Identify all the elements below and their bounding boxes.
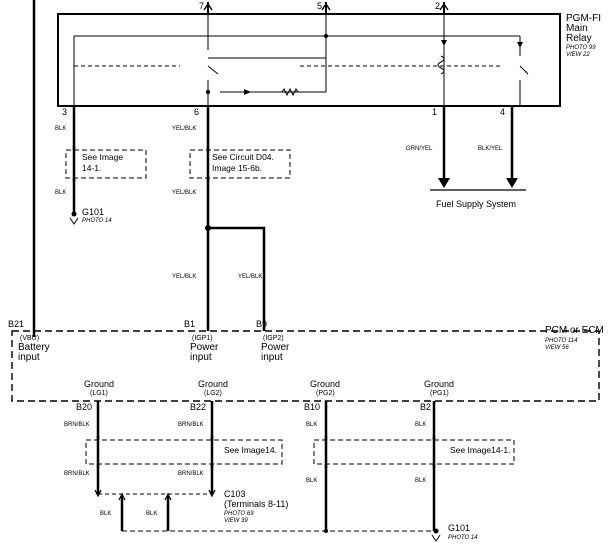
pcm-ground-pg2-code: (PG2)	[316, 390, 335, 397]
relay-pin-5: 5	[317, 1, 323, 11]
ref-box-14-1-lower	[313, 439, 515, 465]
pcm-pin-b22: B22	[190, 402, 207, 412]
pcm-ground-pg2-word: Ground	[310, 379, 341, 389]
pcm-igp2-code: (IGP2)	[263, 335, 284, 342]
pcm-name: PCM or ECM	[545, 325, 604, 336]
ref-box-d04	[189, 149, 291, 179]
relay-box	[57, 13, 561, 107]
wire-label-yelblk-1: YEL/BLK	[172, 126, 197, 132]
pcm-ground-lg1-word: Ground	[84, 379, 115, 389]
wire-label-yelblk-4: YEL/BLK	[238, 274, 263, 280]
pcm-photo: PHOTO 114	[545, 338, 578, 344]
c103-view: VIEW 39	[224, 518, 248, 524]
pcm-ground-lg2-word: Ground	[198, 379, 229, 389]
pcm-power-input1-l1: Power	[190, 342, 219, 353]
wire-label-brnblk-2: BRN/BLK	[178, 422, 204, 428]
pcm-power-input2-l2: input	[261, 352, 283, 363]
relay-internal-circuit	[73, 14, 529, 106]
wire-label-brnblk-3: BRN/BLK	[64, 471, 90, 477]
relay-name-line2: Main	[566, 23, 588, 34]
g101-bottom-photo: PHOTO 14	[448, 535, 478, 541]
relay-name-line1: PGM-FI	[566, 13, 601, 24]
relay-pin-2: 2	[435, 1, 441, 11]
pcm-power-input1-l2: input	[190, 352, 212, 363]
wire-label-blk-6: BLK	[415, 478, 427, 484]
g101-top-photo: PHOTO 14	[82, 218, 112, 224]
wire-label-grnyel: GRN/YEL	[406, 146, 433, 152]
wire-label-blk-7: BLK	[100, 511, 112, 517]
pcm-battery-input-l1: Battery	[18, 342, 50, 353]
ref-box-14	[85, 439, 283, 465]
pcm-pin-b20: B20	[76, 402, 93, 412]
ref-d04-line1: See Circuit D04.	[212, 152, 274, 162]
ref-14-label: See Image14.	[224, 445, 277, 455]
pcm-pin-b10: B10	[304, 402, 321, 412]
pcm-igp1-code: (IGP1)	[192, 335, 213, 342]
pcm-ground-pg1-word: Ground	[424, 379, 455, 389]
pcm-ground-lg1-code: (LG1)	[90, 390, 108, 397]
relay-name-line3: Relay	[566, 33, 592, 44]
c103-photo: PHOTO 69	[224, 511, 254, 517]
ref-14-1-line2: 14-1.	[82, 163, 102, 173]
ref-box-14-1	[65, 149, 147, 179]
ref-14-1-lower-label: See Image14-1.	[450, 445, 511, 455]
wire-label-blk-8: BLK	[146, 511, 158, 517]
pcm-pin-b9: B9	[256, 319, 268, 329]
relay-view: VIEW 22	[566, 52, 590, 58]
wire-label-brnblk-4: BRN/BLK	[178, 471, 204, 477]
wire-label-blk-3: BLK	[306, 422, 318, 428]
pcm-power-input2-l1: Power	[261, 342, 290, 353]
relay-pin-1: 1	[432, 107, 438, 117]
pcm-box	[11, 330, 600, 402]
wire-label-brnblk-1: BRN/BLK	[64, 422, 90, 428]
c103-name: C103	[224, 489, 246, 499]
pcm-battery-input-l2: input	[18, 352, 40, 363]
igp2-branch-wire	[208, 226, 266, 331]
g101-top-name: G101	[82, 207, 105, 217]
wire-label-blk-1: BLK	[55, 126, 67, 132]
c103-terminals: (Terminals 8-11)	[224, 499, 289, 509]
g101-bottom-name: G101	[448, 523, 471, 533]
fuel-supply-label: Fuel Supply System	[436, 199, 517, 209]
pcm-pin-b21: B21	[8, 319, 25, 329]
wire-label-yelblk-3: YEL/BLK	[172, 274, 197, 280]
wire-label-blk-5: BLK	[306, 478, 318, 484]
relay-pin-3: 3	[62, 107, 68, 117]
pcm-vbu-code: (VBU)	[20, 335, 40, 342]
pcm-ground-lg2-code: (LG2)	[204, 390, 222, 397]
pcm-pin-b2: B2	[420, 402, 432, 412]
ref-14-1-line1: See Image	[82, 152, 124, 162]
relay-pin-6: 6	[194, 107, 200, 117]
pcm-ground-pg1-code: (PG1)	[430, 390, 449, 397]
wire-label-blk-2: BLK	[55, 190, 67, 196]
wire-label-yelblk-2: YEL/BLK	[172, 190, 197, 196]
wire-label-blkyel: BLK/YEL	[478, 146, 503, 152]
relay-photo: PHOTO 99	[566, 45, 596, 51]
relay-pin-7: 7	[199, 1, 205, 11]
ref-d04-line2: Image 15-6b.	[212, 163, 263, 173]
pcm-pin-b1: B1	[184, 319, 196, 329]
pcm-view: VIEW 56	[545, 345, 569, 351]
relay-pin-4: 4	[500, 107, 506, 117]
wire-label-blk-4: BLK	[415, 422, 427, 428]
